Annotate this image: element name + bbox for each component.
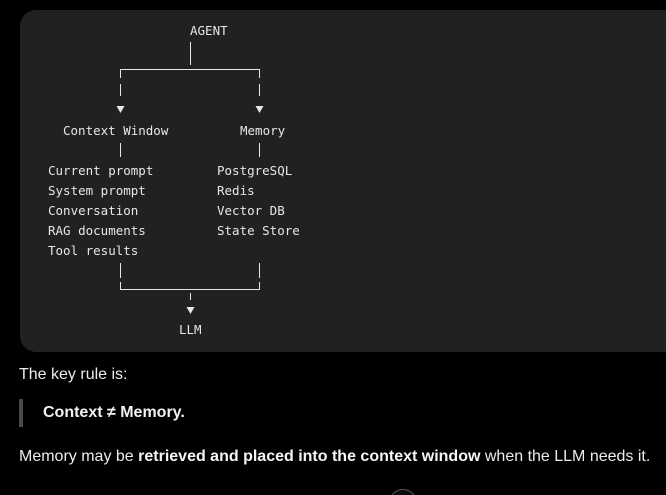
context-item: Conversation — [48, 203, 138, 218]
quote-text: Context ≠ Memory. — [43, 404, 185, 421]
memory-sentence-bold: retrieved and placed into the context wi… — [138, 448, 481, 465]
memory-sentence-start: Memory may be — [19, 448, 139, 465]
context-window-title: Context Window — [63, 123, 169, 138]
context-arrow-icon — [116, 106, 125, 113]
context-item: Tool results — [48, 243, 138, 258]
merge-branch — [120, 282, 260, 290]
memory-arrow-icon — [255, 106, 264, 113]
memory-item: PostgreSQL — [217, 163, 292, 178]
context-item: Current prompt — [48, 163, 153, 178]
llm-arrow-icon — [186, 307, 195, 314]
memory-title: Memory — [240, 123, 286, 138]
blockquote: Context ≠ Memory. — [19, 399, 185, 427]
context-item: RAG documents — [48, 223, 146, 238]
architecture-diagram: AGENT Context Window Memory Current prom… — [48, 23, 300, 337]
memory-item: Redis — [217, 183, 255, 198]
memory-sentence: Memory may be retrieved and placed into … — [19, 448, 650, 466]
memory-item: Vector DB — [217, 203, 285, 218]
llm-label: LLM — [179, 322, 202, 337]
agent-branch — [120, 69, 260, 78]
memory-item: State Store — [217, 223, 300, 238]
scroll-down-button[interactable] — [389, 489, 417, 495]
code-block: AGENT Context Window Memory Current prom… — [20, 10, 666, 352]
context-item: System prompt — [48, 183, 146, 198]
agent-label: AGENT — [190, 23, 228, 38]
memory-sentence-end: when the LLM needs it. — [480, 448, 651, 465]
rule-intro-text: The key rule is: — [19, 366, 128, 383]
